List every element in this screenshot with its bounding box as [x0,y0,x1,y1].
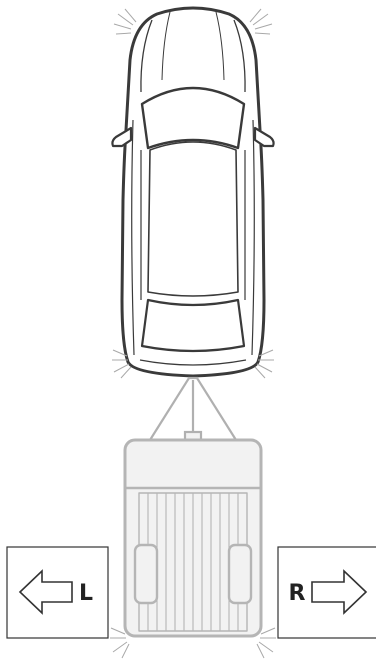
car-roof [148,142,238,296]
right-direction-sign: R [278,547,376,638]
trailer-hitch [150,378,236,441]
car-rear-window [142,300,244,351]
trailer-wheel-right [229,545,251,603]
car-front-left-lamp-rays [114,9,136,34]
left-sign-label: L [79,581,93,606]
left-direction-sign: L [7,547,108,638]
trailer-wheel-left [135,545,157,603]
car-front-right-lamp-rays [250,9,272,34]
car-windshield [142,88,244,148]
trailer-top-view [125,440,261,636]
right-sign-label: R [289,581,306,606]
car-top-view [112,8,273,376]
